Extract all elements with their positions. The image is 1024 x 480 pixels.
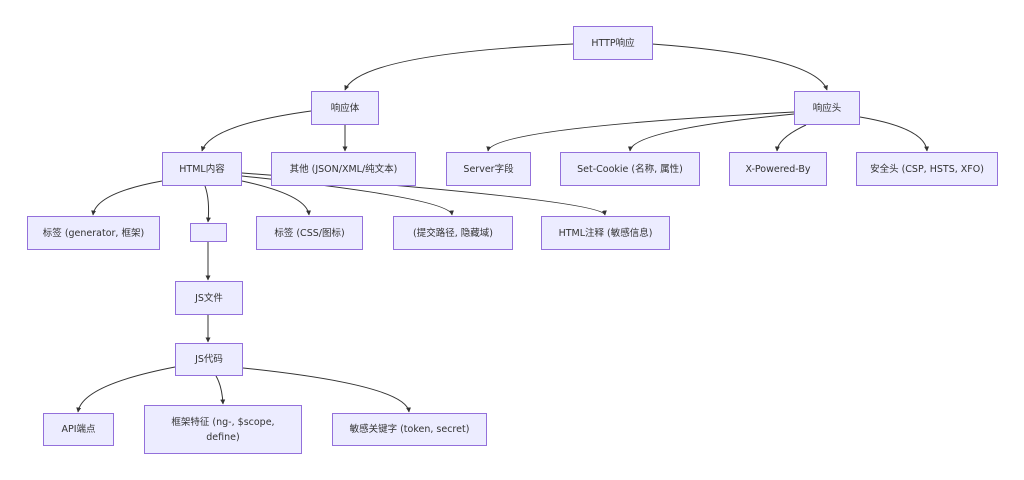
node-label: HTML内容 bbox=[179, 163, 225, 175]
node-label: 安全头 (CSP, HSTS, XFO) bbox=[870, 163, 984, 175]
edge-html-content-to-link-tags bbox=[241, 180, 312, 216]
node-html-content: HTML内容 bbox=[162, 152, 242, 186]
edge-http-response-to-response-body bbox=[344, 43, 574, 91]
node-label: 框架特征 (ng-, $scope, define) bbox=[171, 416, 275, 443]
node-link-tags: 标签 (CSS/图标) bbox=[256, 216, 363, 250]
node-other: 其他 (JSON/XML/纯文本) bbox=[271, 152, 416, 186]
node-label: Server字段 bbox=[463, 163, 514, 175]
node-response-headers: 响应头 bbox=[794, 91, 860, 125]
node-server-field: Server字段 bbox=[446, 152, 531, 186]
node-sensitive-keywords: 敏感关键字 (token, secret) bbox=[332, 413, 487, 446]
node-label: (提交路径, 隐藏域) bbox=[413, 227, 493, 239]
node-label: 敏感关键字 (token, secret) bbox=[349, 424, 470, 435]
edge-response-headers-to-security-headers bbox=[859, 116, 930, 152]
edge-http-response-to-response-headers bbox=[651, 43, 828, 91]
node-js-code: JS代码 bbox=[175, 343, 243, 376]
node-label: X-Powered-By bbox=[745, 163, 811, 175]
edge-html-content-to-meta-tags bbox=[91, 180, 163, 216]
edge-js-code-to-framework-features bbox=[215, 375, 226, 405]
node-meta-tags: 标签 (generator, 框架) bbox=[27, 216, 160, 250]
edge-js-code-to-api-endpoints bbox=[76, 366, 176, 413]
node-form-fields: (提交路径, 隐藏域) bbox=[393, 216, 513, 250]
node-label: 响应头 bbox=[812, 102, 842, 114]
node-framework-features: 框架特征 (ng-, $scope, define) bbox=[144, 405, 302, 454]
edge-response-headers-to-server-field bbox=[486, 111, 795, 152]
node-security-headers: 安全头 (CSP, HSTS, XFO) bbox=[856, 152, 998, 186]
node-label: HTTP响应 bbox=[591, 37, 635, 49]
edge-response-body-to-html-content bbox=[200, 110, 312, 152]
node-label: API端点 bbox=[61, 424, 96, 435]
edge-response-headers-to-x-powered-by bbox=[774, 124, 807, 152]
node-x-powered-by: X-Powered-By bbox=[729, 152, 827, 186]
node-label: JS代码 bbox=[195, 354, 223, 365]
node-label: 其他 (JSON/XML/纯文本) bbox=[289, 163, 398, 175]
node-label: 标签 (generator, 框架) bbox=[42, 227, 145, 239]
edge-js-code-to-sensitive-keywords bbox=[242, 367, 411, 413]
node-js-files: JS文件 bbox=[175, 281, 243, 315]
node-http-response: HTTP响应 bbox=[573, 26, 653, 60]
node-empty bbox=[190, 223, 227, 242]
node-api-endpoints: API端点 bbox=[43, 413, 114, 446]
node-response-body: 响应体 bbox=[311, 91, 379, 125]
edge-html-content-to-empty-node bbox=[204, 185, 211, 223]
node-label: Set-Cookie (名称, 属性) bbox=[577, 163, 683, 175]
node-label: 标签 (CSS/图标) bbox=[274, 227, 345, 239]
node-html-comments: HTML注释 (敏感信息) bbox=[541, 216, 670, 250]
node-set-cookie: Set-Cookie (名称, 属性) bbox=[560, 152, 700, 186]
node-label: JS文件 bbox=[195, 292, 223, 304]
edge-response-headers-to-set-cookie bbox=[627, 113, 795, 152]
node-label: 响应体 bbox=[330, 102, 360, 114]
node-label: HTML注释 (敏感信息) bbox=[558, 227, 653, 239]
